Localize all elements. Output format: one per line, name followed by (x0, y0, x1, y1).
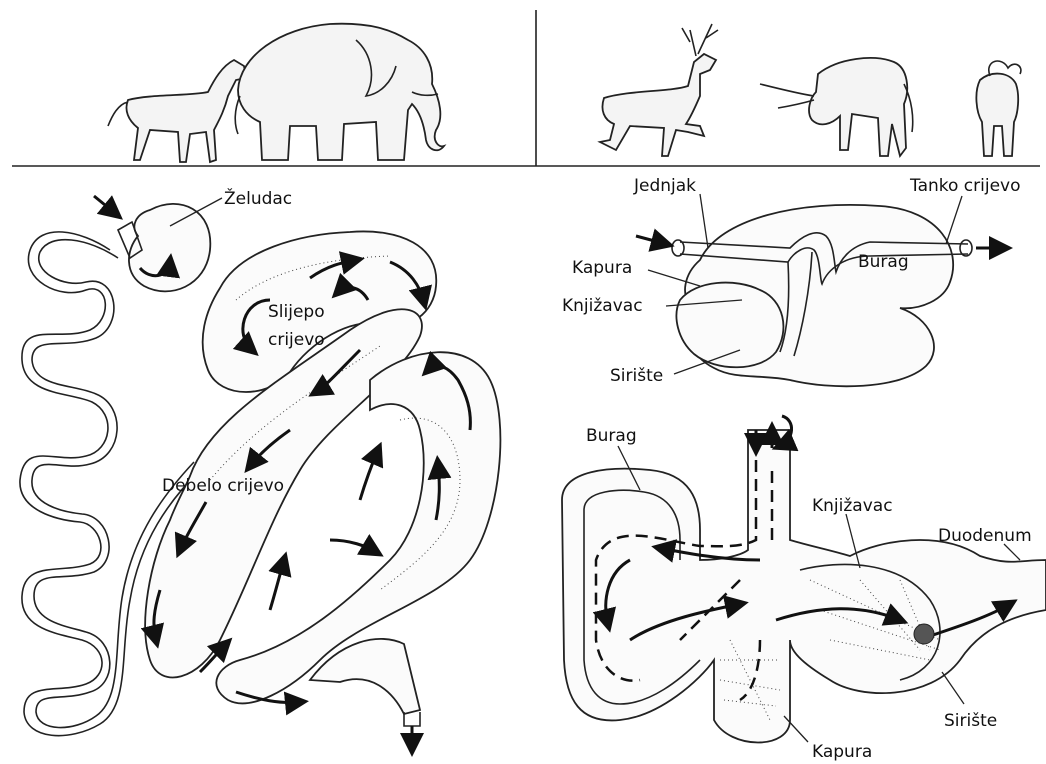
leader-line-duodenum (1004, 544, 1020, 560)
ruminant-stomach-overview (636, 205, 1004, 386)
leader-line-esophagus (700, 194, 708, 248)
label-reticulum-bottom: Kapura (812, 742, 872, 762)
label-cecum-line1: Slijepo (268, 302, 325, 322)
label-rumen-top: Burag (858, 252, 909, 272)
label-omasum-top: Knjižavac (562, 296, 643, 316)
horse-stomach (94, 196, 210, 291)
label-abomasum-bottom: Sirište (944, 711, 997, 731)
leader-line-abomasum-bottom (942, 672, 964, 704)
ruminant-stomach-flow (562, 416, 1046, 743)
label-small-intestine: Tanko crijevo (909, 176, 1021, 196)
label-duodenum: Duodenum (938, 526, 1032, 546)
label-reticulum-top: Kapura (572, 258, 632, 278)
label-colon: Debelo crijevo (162, 476, 284, 496)
label-cecum-line2: crijevo (268, 330, 325, 350)
leader-line-small-intestine (946, 196, 962, 244)
label-rumen-bottom: Burag (586, 426, 637, 446)
label-esophagus: Jednjak (633, 176, 696, 196)
label-omasum-bottom: Knjižavac (812, 496, 893, 516)
elephant-drawing (235, 24, 444, 160)
horse-colon (145, 309, 500, 703)
label-abomasum-top: Sirište (610, 366, 663, 386)
horse-drawing (108, 60, 246, 162)
deer-drawing (600, 24, 718, 156)
horse-rectum (310, 639, 420, 748)
sheep-drawing (976, 61, 1021, 156)
label-horse-stomach: Želudac (224, 187, 292, 209)
cattle-drawing (760, 58, 913, 156)
